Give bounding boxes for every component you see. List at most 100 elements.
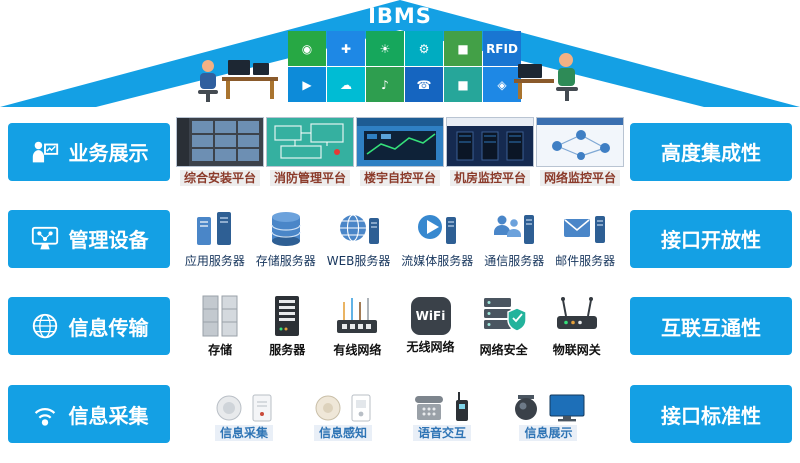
dashboard-tile: ♪ xyxy=(366,67,404,102)
server-item: 流媒体服务器 xyxy=(401,209,473,269)
telephone-icon xyxy=(415,395,444,420)
building-automation-screenshot xyxy=(356,117,444,167)
server-item: 存储服务器 xyxy=(256,209,316,269)
banner-label: 信息传输 xyxy=(68,315,149,340)
walkie-talkie-icon xyxy=(456,391,469,421)
network-label: 网络安全 xyxy=(479,343,528,357)
network-item: 存储 xyxy=(199,294,241,358)
ceiling-sensor-icon xyxy=(315,395,341,420)
platform-item: 综合安装平台 xyxy=(176,117,264,186)
wifi-icon: WiFi xyxy=(410,297,451,335)
dashboard-tile: RFID xyxy=(483,31,521,66)
server-item: 应用服务器 xyxy=(185,209,245,269)
dashboard-tile: ☀ xyxy=(366,31,404,66)
banner-label: 信息采集 xyxy=(68,403,149,428)
server-room-screenshot xyxy=(446,117,534,167)
security-platform-screenshot xyxy=(176,117,264,167)
banner-interconnectivity: 互联互通性 xyxy=(630,297,792,355)
smoke-detector-icon xyxy=(216,395,242,420)
dashboard-tile: ■ xyxy=(444,67,482,102)
ibms-title: IBMS xyxy=(368,4,432,28)
server-item: WEB服务器 xyxy=(326,209,391,269)
dashboard-tile: ■ xyxy=(444,31,482,66)
row-information-collection: 信息采集 信息采集 xyxy=(0,372,800,456)
banner-high-integration: 高度集成性 xyxy=(630,122,792,181)
platform-caption: 楼宇自控平台 xyxy=(359,170,440,186)
sensor-signal-icon xyxy=(34,408,55,426)
web-server-icon xyxy=(339,213,379,244)
server-label: 邮件服务器 xyxy=(555,253,616,268)
banner-managed-devices: 管理设备 xyxy=(8,209,170,268)
platform-item: 楼宇自控平台 xyxy=(356,117,444,186)
banner-label: 高度集成性 xyxy=(661,141,761,165)
dashboard-tile: ☎ xyxy=(405,67,443,102)
device-group: 语音交互 xyxy=(412,388,471,441)
storage-cabinet-icon xyxy=(202,295,238,337)
monitor-network-icon xyxy=(31,226,58,249)
device-group-caption: 信息展示 xyxy=(519,424,578,441)
display-monitor-icon xyxy=(549,394,585,421)
banner-information-collection: 信息采集 xyxy=(8,385,170,443)
network-label: 物联网关 xyxy=(552,343,601,357)
network-security-icon xyxy=(483,298,527,332)
banner-interface-standardization: 接口标准性 xyxy=(630,385,792,443)
storage-server-icon xyxy=(271,211,301,246)
streaming-server-icon xyxy=(418,214,457,244)
banner-business-display: 业务展示 xyxy=(8,122,170,181)
row3-content: 存储 服务器 有线网络 xyxy=(170,284,630,368)
dashboard-tile: ◈ xyxy=(483,67,521,102)
dashboard-tile: ⚙ xyxy=(405,31,443,66)
banner-label: 管理设备 xyxy=(68,228,149,252)
network-item: 物联网关 xyxy=(553,294,601,358)
presenter-chart-icon xyxy=(32,141,58,162)
banner-label: 互联互通性 xyxy=(661,315,761,340)
iot-gateway-icon xyxy=(556,297,597,329)
network-label: 无线网络 xyxy=(406,340,455,354)
server-label: 通信服务器 xyxy=(484,253,545,268)
dashboard-collage: ◉ ✚ ☀ ⚙ ■ RFID ▶ ☁ ♪ ☎ ■ ◈ xyxy=(288,31,521,102)
dashboard-tile: ▶ xyxy=(288,67,326,102)
operator-at-desk-left-icon xyxy=(198,60,278,102)
banner-open-interfaces: 接口开放性 xyxy=(630,209,792,268)
platform-caption: 机房监控平台 xyxy=(449,170,530,186)
platform-caption: 综合安装平台 xyxy=(179,170,260,186)
row1-content: 综合安装平台 消防管理平台 xyxy=(170,110,630,193)
device-group-caption: 语音交互 xyxy=(412,424,471,441)
globe-icon xyxy=(32,313,57,339)
row-business-display: 业务展示 综合安装平台 xyxy=(0,110,800,193)
row-information-transmission: 信息传输 存储 服务器 xyxy=(0,284,800,368)
network-item: WiFi 无线网络 xyxy=(407,297,455,355)
banner-label: 业务展示 xyxy=(68,141,149,165)
network-item: 网络安全 xyxy=(480,294,528,358)
mail-server-icon xyxy=(564,215,606,243)
wall-sensor-icon xyxy=(252,394,272,421)
row2-content: 应用服务器 存储服务器 xyxy=(170,197,630,280)
dashboard-tile: ✚ xyxy=(327,31,365,66)
communication-server-icon xyxy=(494,214,535,244)
device-group: 信息采集 xyxy=(214,388,273,441)
device-group: 信息感知 xyxy=(313,388,372,441)
dashboard-tile: ☁ xyxy=(327,67,365,102)
fire-platform-screenshot xyxy=(266,117,354,167)
platform-item: 消防管理平台 xyxy=(266,117,354,186)
device-group-caption: 信息感知 xyxy=(313,424,372,441)
dome-camera-icon xyxy=(514,394,537,420)
platform-item: 机房监控平台 xyxy=(446,117,534,186)
wired-network-icon xyxy=(337,298,378,333)
server-label: 应用服务器 xyxy=(184,253,245,268)
server-label: 流媒体服务器 xyxy=(401,253,474,268)
banner-label: 接口标准性 xyxy=(661,403,761,428)
server-item: 邮件服务器 xyxy=(555,209,615,269)
server-label: WEB服务器 xyxy=(326,253,391,268)
device-group-caption: 信息采集 xyxy=(214,424,273,441)
server-label: 存储服务器 xyxy=(255,253,316,268)
platform-caption: 消防管理平台 xyxy=(269,170,350,186)
network-label: 有线网络 xyxy=(333,343,382,357)
banner-label: 接口开放性 xyxy=(661,228,761,252)
row-managed-devices: 管理设备 应用服务器 存储服务器 xyxy=(0,197,800,280)
operator-at-desk-right-icon xyxy=(514,53,578,101)
app-server-icon xyxy=(196,211,231,245)
network-item: 有线网络 xyxy=(333,294,381,358)
network-label: 存储 xyxy=(208,343,233,357)
